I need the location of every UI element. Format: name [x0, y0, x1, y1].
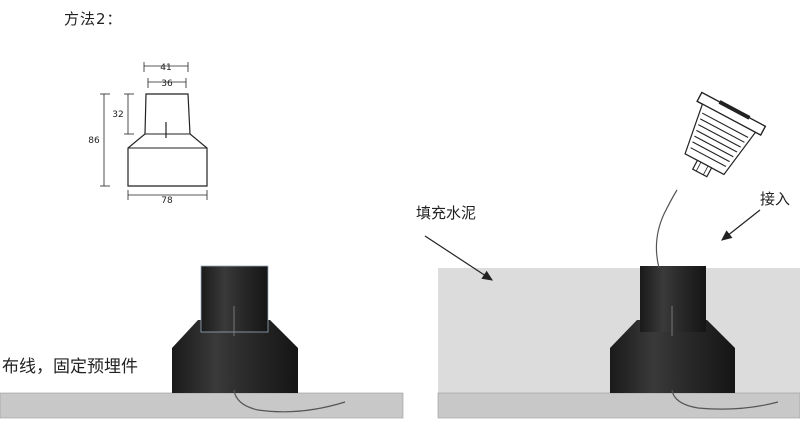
embedded-part-top-right — [640, 266, 706, 332]
fill-cement-label: 填充水泥 — [416, 204, 477, 222]
dim-base-width: 78 — [161, 196, 173, 206]
dim-top-inner: 36 — [161, 79, 173, 89]
embedded-part-base-right — [610, 320, 735, 393]
cable-right — [655, 189, 678, 269]
ground-right — [437, 392, 800, 419]
ground-left — [0, 392, 404, 419]
left-scene — [0, 265, 404, 419]
dim-total-height: 86 — [88, 136, 100, 146]
cable-right-bottom — [671, 389, 779, 410]
dim-top-height: 32 — [112, 110, 123, 120]
lamp — [684, 91, 767, 178]
right-scene — [424, 91, 800, 419]
dimension-drawing: 41 36 86 32 78 — [88, 62, 208, 206]
cable-left — [233, 389, 346, 413]
embedded-part-base — [172, 320, 298, 393]
arrow-insert — [721, 209, 761, 241]
dim-top-outer: 41 — [160, 63, 171, 73]
method-title: 方法2： — [64, 10, 123, 28]
wiring-label: 布线，固定预埋件 — [2, 357, 138, 377]
insert-label: 接入 — [760, 190, 791, 208]
arrow-fill — [424, 235, 494, 281]
fitting-outline — [127, 93, 208, 187]
